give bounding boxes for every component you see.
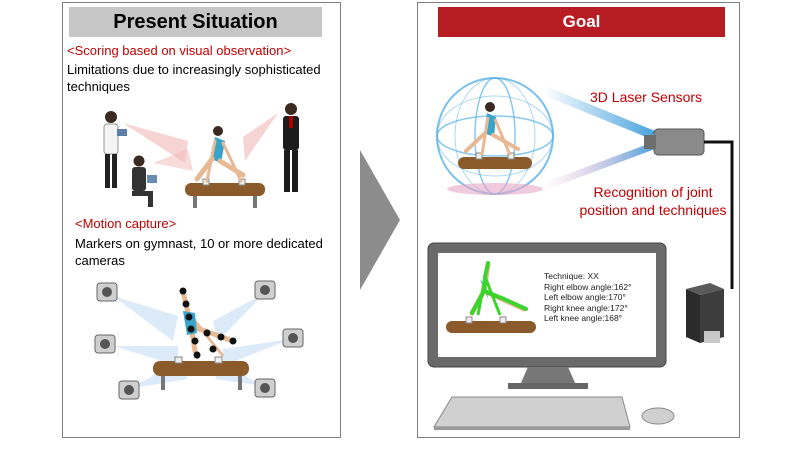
laser-beams xyxy=(543,85,655,191)
right-elbow-line: Right elbow angle:162° xyxy=(544,281,632,292)
motion-capture-heading: <Motion capture> xyxy=(75,216,177,231)
camera-beam xyxy=(213,293,265,341)
motion-marker xyxy=(203,329,211,337)
motion-marker xyxy=(217,333,225,341)
judge-figure xyxy=(283,103,299,192)
judge-figure xyxy=(132,155,157,207)
camera-icon xyxy=(94,334,116,354)
motion-marker xyxy=(191,337,199,345)
judges-observing-illustration xyxy=(103,103,299,208)
camera-icon xyxy=(118,380,140,400)
laser-sensors-label: 3D Laser Sensors xyxy=(590,89,703,105)
camera-icon xyxy=(254,280,276,300)
motion-capture-description: Markers on gymnast, 10 or more dedicated… xyxy=(75,236,323,268)
left-elbow-line: Left elbow angle:170° xyxy=(544,292,626,302)
computer-tower-icon xyxy=(686,283,724,343)
present-situation-panel: Present Situation <Scoring based on visu… xyxy=(62,2,341,438)
mouse-icon xyxy=(641,407,675,425)
motion-marker xyxy=(187,325,195,333)
pommel-horse xyxy=(185,178,265,208)
sight-cone xyxy=(243,113,278,161)
motion-marker xyxy=(229,337,237,345)
visual-scoring-heading: <Scoring based on visual observation> xyxy=(67,43,292,58)
camera-icon xyxy=(282,328,304,348)
camera-icon xyxy=(96,282,118,302)
motion-marker xyxy=(182,300,190,308)
goal-panel: Goal xyxy=(417,2,740,438)
laser-sensor-icon xyxy=(644,128,734,289)
monitor-icon xyxy=(427,242,667,389)
pommel-horse xyxy=(446,321,536,333)
gymnast-with-markers xyxy=(179,287,237,360)
laser-beam-lower xyxy=(543,143,655,191)
keyboard-icon xyxy=(433,396,631,430)
present-situation-header: Present Situation xyxy=(69,7,322,37)
laser-beam-upper xyxy=(543,85,655,139)
skeleton-overlay xyxy=(470,261,528,316)
motion-marker xyxy=(185,313,193,321)
left-knee-line: Left knee angle:168° xyxy=(544,313,623,323)
camera-icon xyxy=(254,378,276,398)
motion-capture-illustration xyxy=(94,280,304,400)
gymnast-figure xyxy=(194,126,246,183)
laser-scanned-gymnast-sphere xyxy=(436,77,554,195)
right-arrow-icon xyxy=(360,150,400,290)
sight-cone xyxy=(123,123,188,163)
technique-line: Technique: XX xyxy=(544,271,599,281)
right-knee-line: Right knee angle:172° xyxy=(544,302,628,313)
joint-angle-readout: Technique: XX Right elbow angle:162° Lef… xyxy=(544,271,632,324)
sight-cone xyxy=(153,149,193,171)
camera-beam xyxy=(113,296,178,341)
motion-marker xyxy=(209,345,217,353)
visual-scoring-description: Limitations due to increasingly sophisti… xyxy=(67,62,321,94)
motion-marker xyxy=(193,351,201,359)
pommel-horse xyxy=(153,356,249,390)
recognition-label: Recognition of joint position and techni… xyxy=(579,184,727,218)
camera-beam xyxy=(223,339,291,366)
judge-figure xyxy=(103,111,127,188)
motion-marker xyxy=(179,287,187,295)
goal-header: Goal xyxy=(438,7,725,37)
